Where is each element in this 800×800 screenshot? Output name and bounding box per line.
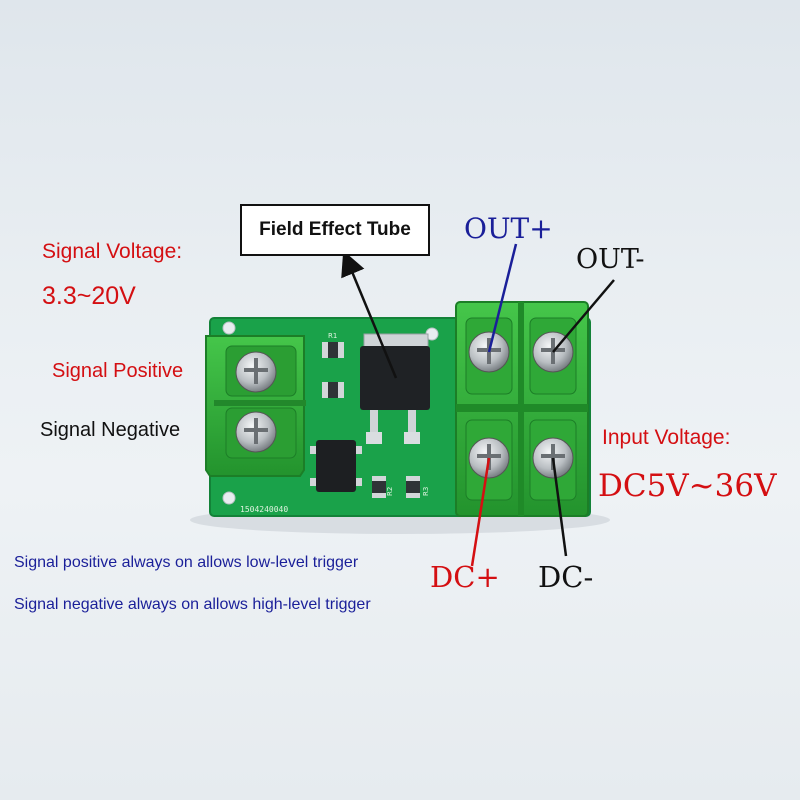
out-minus-label: OUT-: [576, 244, 645, 275]
mosfet-chip: [360, 333, 430, 444]
r3-label: R3: [422, 487, 430, 496]
signal-negative-label: Signal Negative: [40, 419, 181, 441]
r2-label: R2: [386, 487, 394, 496]
out-plus-pointer-line: [487, 243, 518, 353]
out-minus-pointer-line: [552, 279, 615, 353]
smd-components: R1 R2 R3: [310, 332, 430, 498]
field-effect-tube-label: Field Effect Tube: [240, 204, 430, 256]
note-low-level-trigger: Signal positive always on allows low-lev…: [14, 554, 359, 571]
out-plus-label: OUT+: [464, 212, 553, 245]
input-voltage-value: DC5V~36V: [598, 468, 777, 504]
note-high-level-trigger: Signal negative always on allows high-le…: [14, 596, 371, 613]
dc-minus-label: DC-: [538, 560, 594, 594]
field-effect-tube-text: Field Effect Tube: [259, 219, 411, 240]
signal-voltage-title: Signal Voltage:: [42, 240, 183, 263]
signal-positive-label: Signal Positive: [52, 360, 184, 382]
fet-pointer-arrow-icon: [341, 250, 398, 379]
dc-plus-label: DC+: [430, 560, 500, 594]
dc-plus-pointer-line: [470, 457, 491, 567]
board-code-text: 1504240040: [240, 505, 288, 514]
signal-terminal-block: [205, 335, 306, 477]
signal-voltage-value: 3.3~20V: [42, 282, 136, 310]
input-voltage-title: Input Voltage:: [602, 426, 731, 449]
r1-label: R1: [328, 332, 337, 340]
dc-minus-pointer-line: [551, 457, 568, 557]
